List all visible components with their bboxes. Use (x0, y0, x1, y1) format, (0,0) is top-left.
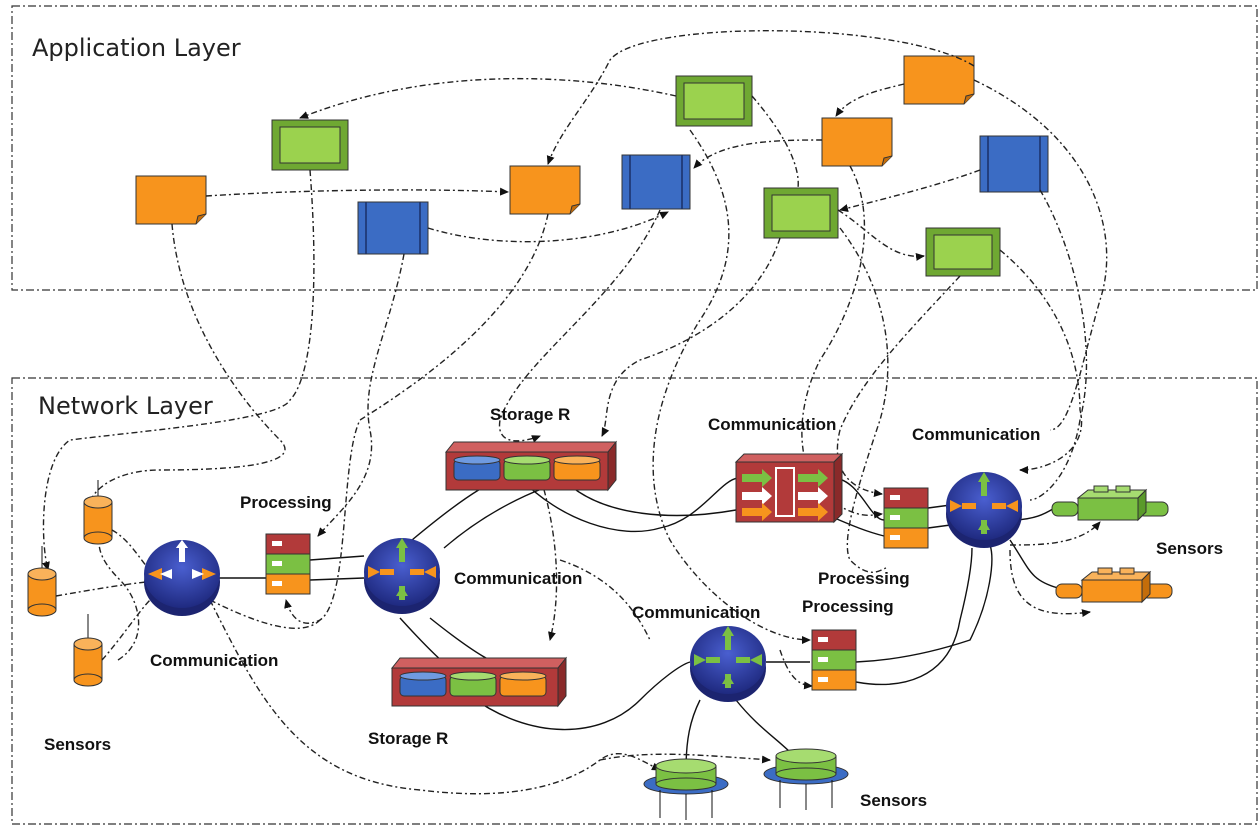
storage-top (444, 440, 618, 492)
service-orange-2 (509, 165, 581, 215)
sensor-cylinder-2 (27, 546, 57, 617)
processing-stack-low (811, 629, 857, 691)
label-sensors-right: Sensors (1156, 539, 1223, 558)
cross-layer-links (42, 129, 1101, 795)
label-storage-bottom: Storage R (368, 729, 448, 748)
label-processing-mid: Processing (818, 569, 910, 588)
communication-switch (734, 452, 844, 524)
label-storage-top: Storage R (490, 405, 570, 424)
router-bottom (690, 626, 766, 702)
sensor-puck-1 (643, 758, 729, 820)
service-blue-3 (979, 135, 1049, 193)
label-sensors-bottom: Sensors (860, 791, 927, 810)
sensor-puck-2 (763, 748, 849, 810)
sensor-brick-orange (1055, 567, 1173, 604)
router-center (364, 538, 440, 614)
service-orange-3 (903, 55, 975, 105)
label-comm-right: Communication (912, 425, 1040, 444)
storage-bottom (390, 656, 568, 708)
service-green-2 (675, 75, 753, 127)
application-links (205, 30, 1108, 431)
label-comm-top-center: Communication (708, 415, 836, 434)
label-comm-left: Communication (150, 651, 278, 670)
label-processing-low: Processing (802, 597, 894, 616)
sensor-cylinder-3 (73, 614, 103, 687)
network-layer-title: Network Layer (38, 392, 213, 420)
application-layer-title: Application Layer (32, 34, 241, 62)
label-comm-center: Communication (454, 569, 582, 588)
application-layer-frame (11, 5, 1258, 291)
service-green-4 (925, 227, 1001, 277)
service-orange-4 (821, 117, 893, 167)
service-orange-1 (135, 175, 207, 225)
service-green-3 (763, 187, 839, 239)
service-blue-2 (621, 154, 691, 210)
service-blue-1 (357, 201, 429, 255)
service-green-1 (271, 119, 349, 171)
processing-stack-mid (883, 487, 929, 549)
label-sensors-left: Sensors (44, 735, 111, 754)
network-layer-frame (11, 377, 1258, 825)
router-left (144, 540, 220, 616)
processing-stack-left (265, 533, 311, 595)
label-comm-bottom: Communication (632, 603, 760, 622)
label-processing-left: Processing (240, 493, 332, 512)
sensor-cylinder-1 (83, 480, 113, 545)
sensor-brick-green (1051, 485, 1169, 522)
router-right (946, 472, 1022, 548)
